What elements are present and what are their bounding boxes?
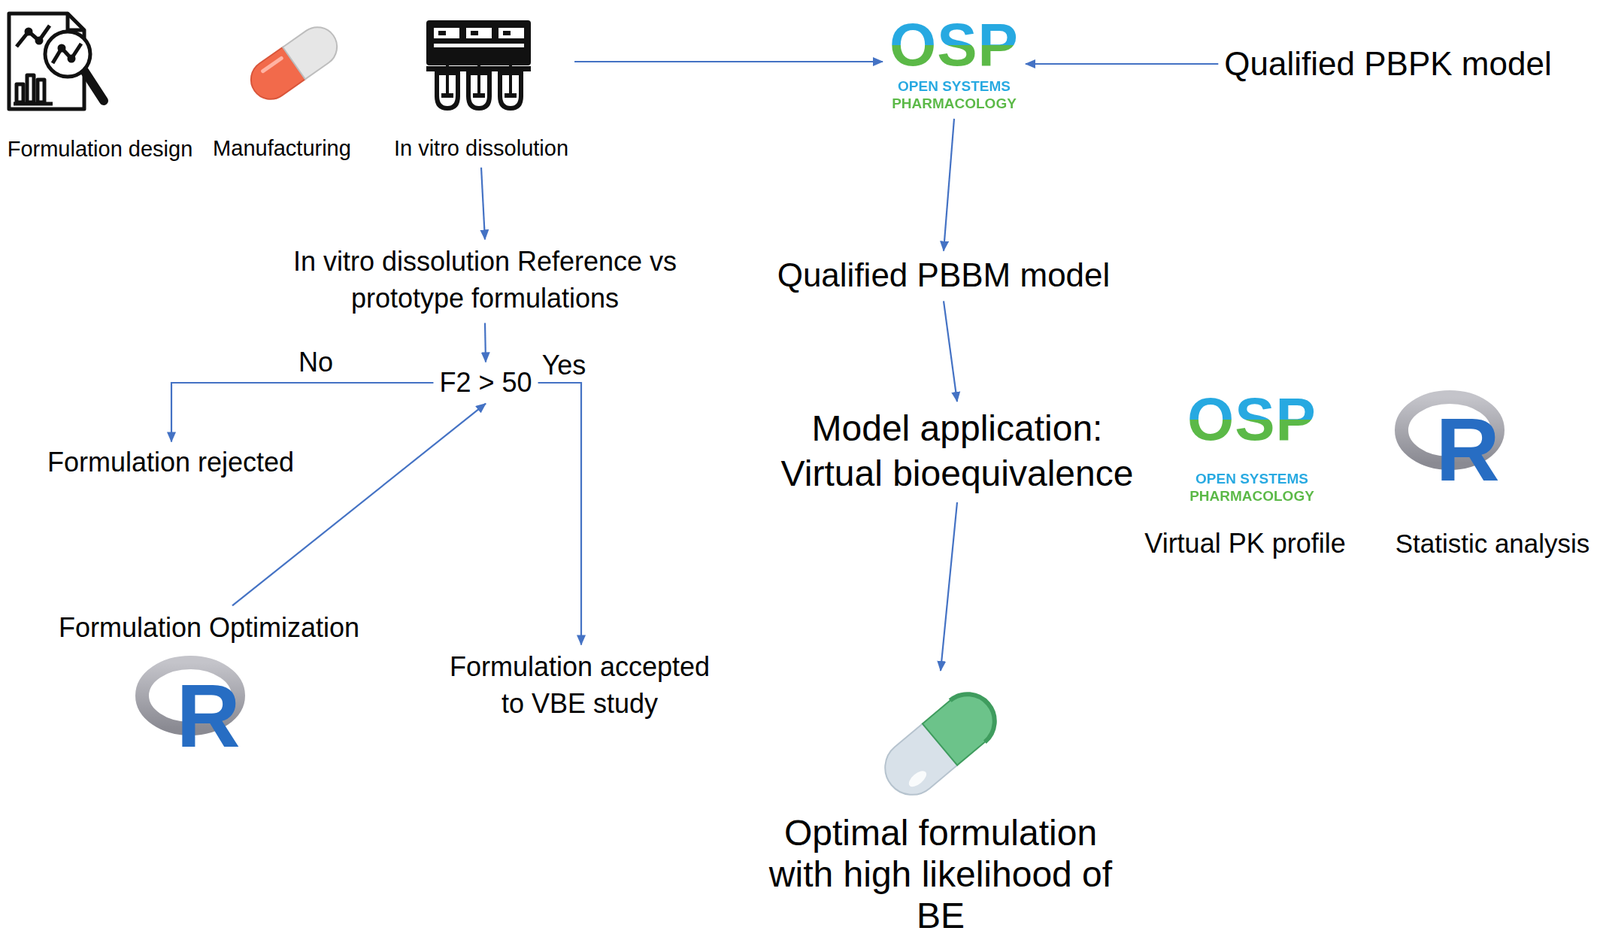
flow-arrow <box>481 167 485 240</box>
capsule-icon-part <box>263 57 282 71</box>
formulation-design-icon-part <box>16 25 50 47</box>
branch-label: Yes <box>539 350 590 381</box>
logo-text: OSP <box>1187 389 1317 450</box>
flow-arrow <box>538 382 582 645</box>
formulation-design-icon-part <box>26 29 31 34</box>
outcome-label: Formulation accepted to VBE study <box>441 648 719 722</box>
pill-icon <box>874 682 1007 806</box>
formulation-design-icon-part <box>59 45 64 51</box>
outcome-label: Formulation rejected <box>47 445 294 479</box>
step-label: Qualified PBPK model <box>1224 44 1552 85</box>
icon-caption: Manufacturing <box>212 136 352 161</box>
dissolution-apparatus-icon-part <box>433 43 525 48</box>
step-label: Qualified PBBM model <box>777 255 1111 296</box>
icon-caption: Virtual PK profile <box>1144 527 1346 560</box>
icon-caption: Statistic analysis <box>1395 528 1591 559</box>
branch-label: No <box>295 347 337 378</box>
dissolution-apparatus-icon-part <box>477 47 481 97</box>
node-text: F2 > 50 <box>439 366 532 399</box>
osp-logo: OSPOPEN SYSTEMS PHARMACOLOGY <box>887 15 1022 113</box>
flow-arrow <box>484 323 486 363</box>
flow-arrow <box>940 502 958 671</box>
node-text: Optimal formulation with high likelihood… <box>760 812 1122 937</box>
dissolution-apparatus-icon-part <box>466 27 492 39</box>
formulation-design-icon-part <box>36 38 42 43</box>
formulation-design-icon-part <box>16 84 24 103</box>
formulation-design-icon-part <box>52 43 82 64</box>
node-text: Formulation Optimization <box>58 611 360 644</box>
formulation-design-icon-part <box>67 13 85 31</box>
node-text: Formulation rejected <box>47 445 294 479</box>
r-logo-letter: R <box>1435 405 1500 494</box>
dissolution-apparatus-icon-part <box>470 30 479 36</box>
dissolution-apparatus-icon-part <box>445 47 449 97</box>
decision-label: F2 > 50 <box>439 366 532 399</box>
dissolution-apparatus-icon-part <box>498 27 525 39</box>
step-label: Formulation Optimization <box>58 611 360 644</box>
dissolution-apparatus-icon-part <box>441 93 454 98</box>
flow-arrow <box>943 300 958 402</box>
logo-text: OPEN SYSTEMS PHARMACOLOGY <box>1187 470 1317 506</box>
pill-icon-part <box>906 767 929 790</box>
formulation-design-icon-part <box>37 79 45 103</box>
flow-arrow <box>574 60 883 63</box>
dissolution-apparatus-icon-part <box>438 30 446 36</box>
formulation-design-icon-part <box>27 75 34 103</box>
flow-arrow <box>1025 63 1219 65</box>
icon-caption: Formulation design <box>7 136 194 162</box>
flow-arrow <box>232 403 486 607</box>
formulation-design-icon-part <box>45 31 91 77</box>
capsule-icon-part <box>282 19 345 79</box>
dissolution-apparatus-icon-part <box>504 93 517 98</box>
dissolution-apparatus-icon-part <box>503 30 511 36</box>
step-label: Model application: Virtual bioequivalenc… <box>772 406 1142 497</box>
formulation-design-icon-part <box>84 70 104 101</box>
capsule-icon <box>243 19 346 107</box>
pill-icon-part <box>950 682 1007 742</box>
dissolution-apparatus-icon-part <box>472 93 485 98</box>
node-text: In vitro dissolution <box>393 135 569 162</box>
step-label: In vitro dissolution Reference vs protot… <box>274 243 696 317</box>
pill-icon-part <box>922 682 1007 765</box>
node-text: Formulation accepted to VBE study <box>441 648 719 722</box>
r-logo-letter: R <box>175 671 240 761</box>
formulation-design-icon-part <box>69 56 74 61</box>
flow-arrow <box>943 118 955 252</box>
node-text: Qualified PBPK model <box>1224 44 1552 85</box>
node-text: Model application: Virtual bioequivalenc… <box>772 406 1142 497</box>
node-text: Qualified PBBM model <box>777 255 1111 296</box>
flow-arrow <box>171 382 434 442</box>
dissolution-apparatus-icon-part <box>433 27 460 39</box>
node-text: In vitro dissolution Reference vs protot… <box>274 243 696 317</box>
dissolution-apparatus-icon <box>426 20 531 111</box>
node-text: OSP <box>887 15 1022 76</box>
formulation-design-icon-part <box>13 102 53 107</box>
result-label: Optimal formulation with high likelihood… <box>760 675 1122 937</box>
step-label: In vitro dissolution <box>393 22 569 162</box>
formulation-design-icon <box>9 13 104 110</box>
dissolution-apparatus-icon-part <box>509 47 513 97</box>
node-subtext: OPEN SYSTEMS PHARMACOLOGY <box>889 78 1019 113</box>
